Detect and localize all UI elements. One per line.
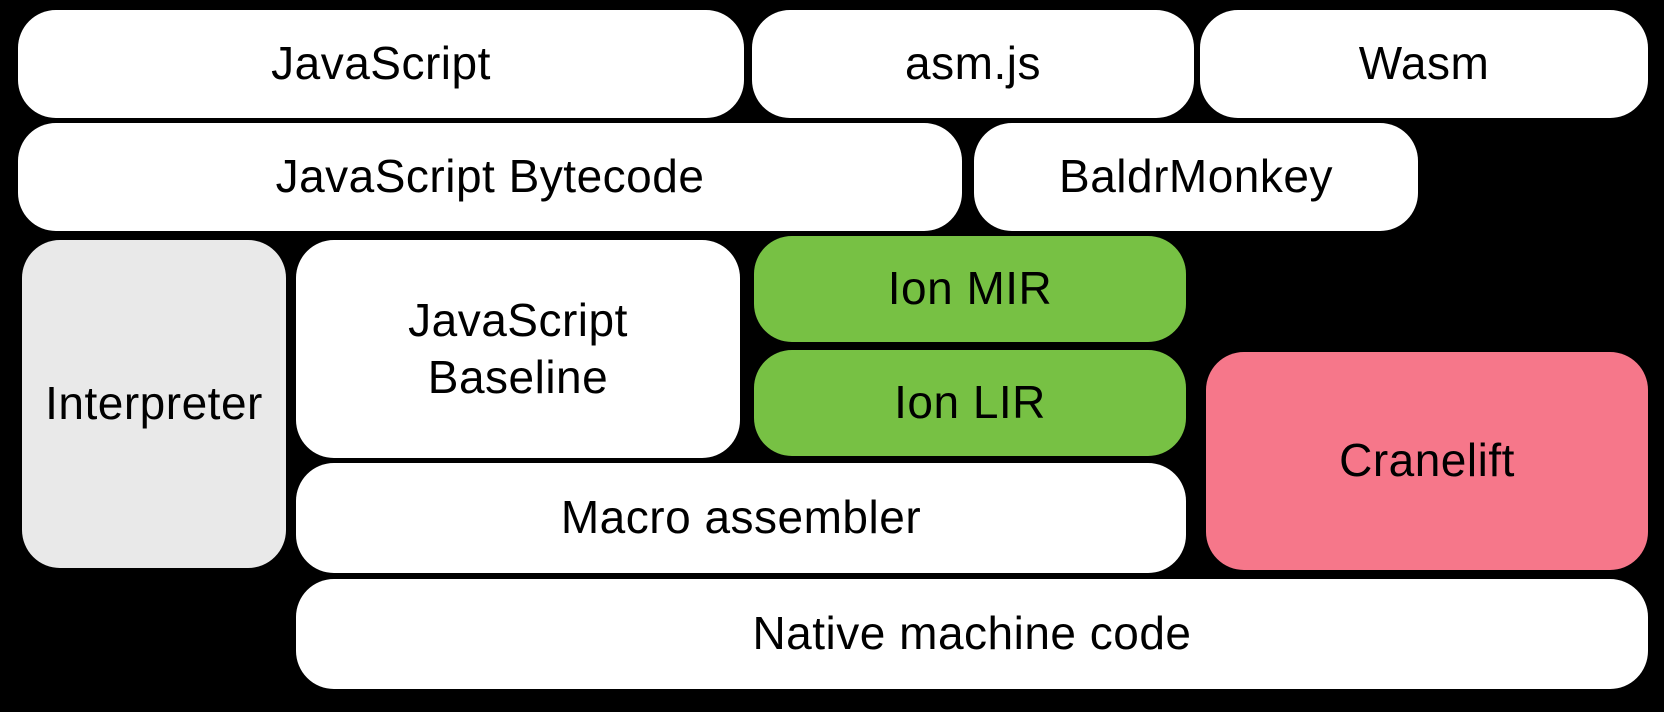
box-label-ion-mir: Ion MIR — [887, 262, 1053, 315]
box-macro-assembler: Macro assembler — [296, 463, 1186, 573]
box-label-javascript-baseline: JavaScript Baseline — [408, 293, 628, 404]
box-javascript-baseline: JavaScript Baseline — [296, 240, 740, 458]
box-label-wasm: Wasm — [1358, 37, 1490, 90]
box-javascript: JavaScript — [18, 10, 744, 118]
box-label-javascript-bytecode: JavaScript Bytecode — [275, 150, 705, 203]
box-baldrmonkey: BaldrMonkey — [974, 123, 1418, 231]
box-ion-lir: Ion LIR — [754, 350, 1186, 456]
box-asm-js: asm.js — [752, 10, 1194, 118]
box-label-baldrmonkey: BaldrMonkey — [1059, 150, 1333, 203]
box-label-javascript: JavaScript — [271, 37, 491, 90]
box-label-macro-assembler: Macro assembler — [560, 491, 922, 544]
box-cranelift: Cranelift — [1206, 352, 1648, 570]
box-label-asm-js: asm.js — [905, 37, 1041, 90]
box-native-machine-code: Native machine code — [296, 579, 1648, 689]
box-label-ion-lir: Ion LIR — [894, 376, 1046, 429]
box-label-cranelift: Cranelift — [1339, 434, 1515, 487]
box-ion-mir: Ion MIR — [754, 236, 1186, 342]
box-label-interpreter: Interpreter — [45, 377, 263, 430]
box-label-native-machine-code: Native machine code — [752, 607, 1192, 660]
box-interpreter: Interpreter — [22, 240, 286, 568]
box-wasm: Wasm — [1200, 10, 1648, 118]
box-javascript-bytecode: JavaScript Bytecode — [18, 123, 962, 231]
